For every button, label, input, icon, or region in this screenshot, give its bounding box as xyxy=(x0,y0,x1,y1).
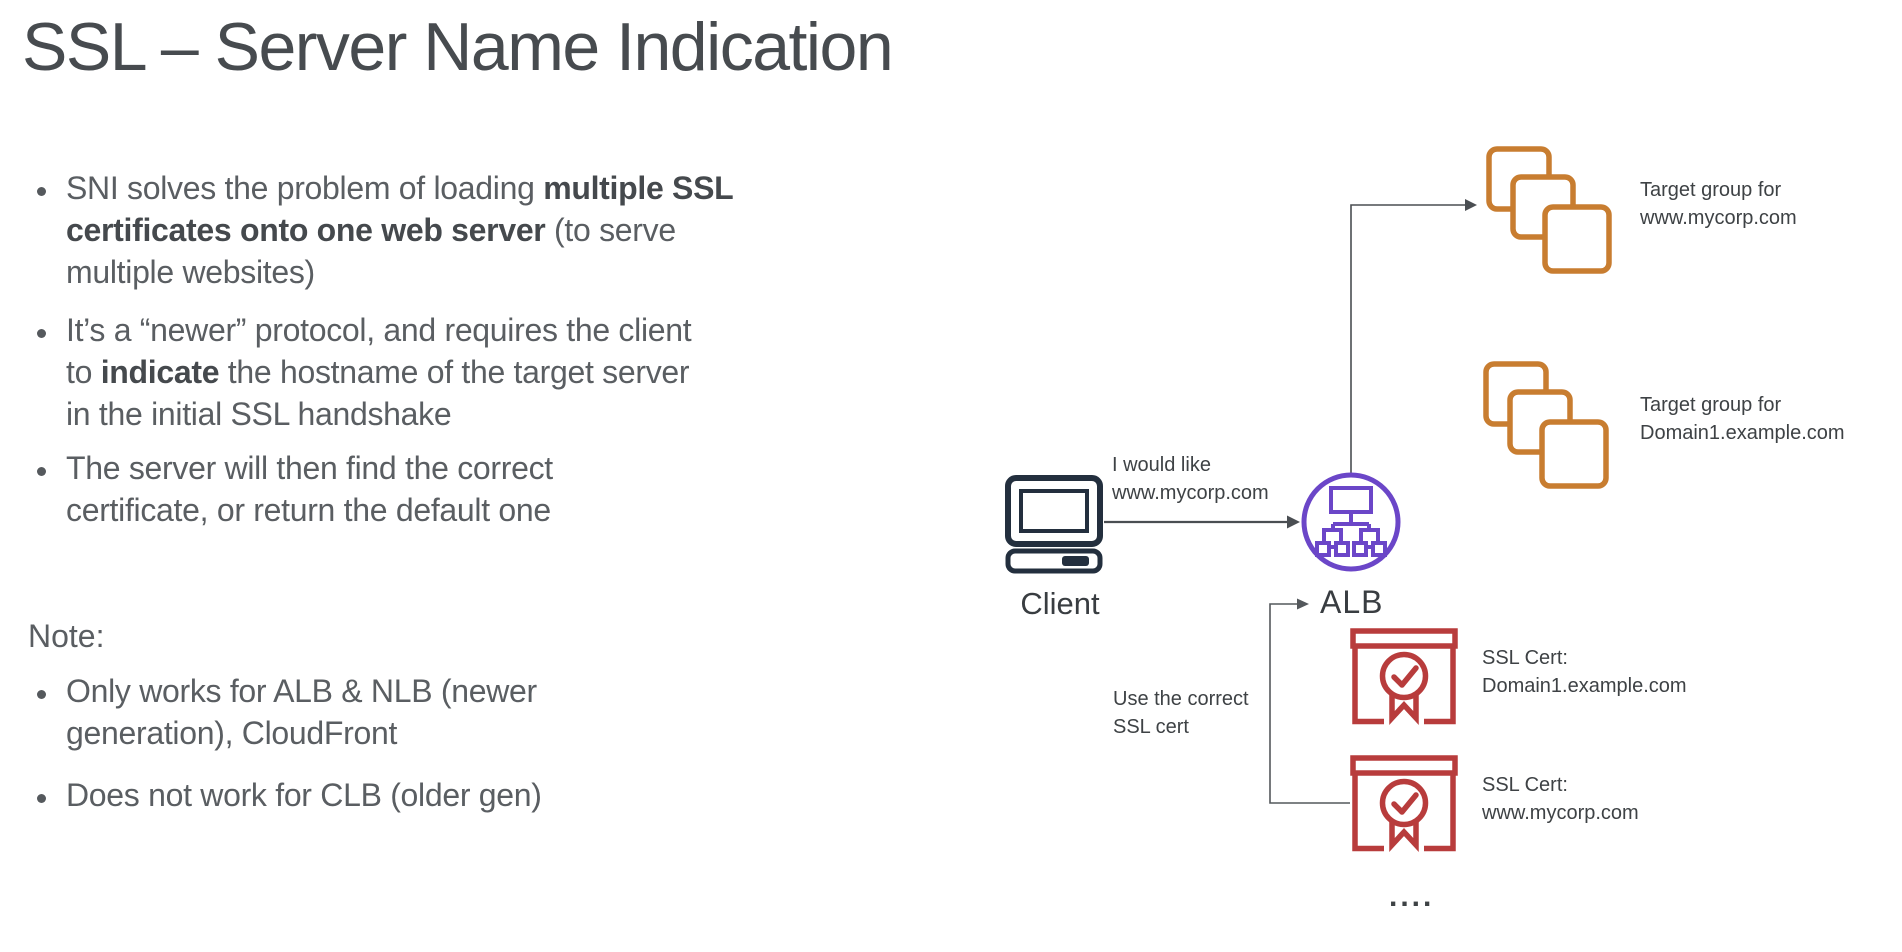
request-label: I would like www.mycorp.com xyxy=(1112,454,1269,504)
ssl-cert-2-label: SSL Cert: www.mycorp.com xyxy=(1482,774,1639,824)
connector-alb-to-target-group xyxy=(1350,199,1477,474)
more-certs-ellipsis: .... xyxy=(1389,880,1435,913)
ssl-cert-2-icon xyxy=(1353,758,1455,849)
bullet-line: certificates onto one web server (to ser… xyxy=(66,212,676,248)
bullet-line: in the initial SSL handshake xyxy=(66,396,452,432)
alb-label: ALB xyxy=(1320,584,1384,620)
target-group-1-icon xyxy=(1489,149,1609,271)
bullet-line: It’s a “newer” protocol, and requires th… xyxy=(66,312,692,348)
bullet-line: certificate, or return the default one xyxy=(66,492,551,528)
bullet-item-sni: SNI solves the problem of loading multip… xyxy=(37,167,866,293)
bullet-dot xyxy=(37,794,46,803)
bullet-dot xyxy=(37,467,46,476)
bullet-dot xyxy=(37,690,46,699)
bullet-dot xyxy=(37,329,46,338)
bullet-line: Only works for ALB & NLB (newer xyxy=(66,673,537,709)
ssl-cert-1-label: SSL Cert: Domain1.example.com xyxy=(1482,647,1687,697)
bullet-item-server: The server will then find the correct ce… xyxy=(37,447,866,531)
slide-title: SSL – Server Name Indication xyxy=(22,9,894,85)
bullet-line: generation), CloudFront xyxy=(66,715,398,751)
bullet-dot xyxy=(37,187,46,196)
target-group-1-label: Target group for www.mycorp.com xyxy=(1640,179,1797,229)
client-label: Client xyxy=(1020,586,1100,621)
note-bullet-clb: Does not work for CLB (older gen) xyxy=(37,774,866,816)
connector-cert-to-alb xyxy=(1269,598,1350,804)
client-computer-icon xyxy=(1005,475,1103,574)
bullet-item-protocol: It’s a “newer” protocol, and requires th… xyxy=(37,309,866,435)
bullet-line: to indicate the hostname of the target s… xyxy=(66,354,690,390)
bullet-line: Does not work for CLB (older gen) xyxy=(66,777,542,813)
target-group-2-icon xyxy=(1486,364,1606,486)
bullet-line: multiple websites) xyxy=(66,254,315,290)
bullet-line: The server will then find the correct xyxy=(66,450,553,486)
bullet-line: SNI solves the problem of loading multip… xyxy=(66,170,734,206)
connector-client-to-alb xyxy=(1104,515,1300,529)
target-group-2-label: Target group for Domain1.example.com xyxy=(1640,394,1845,444)
note-heading: Note: xyxy=(28,618,105,654)
use-correct-cert-label: Use the correct SSL cert xyxy=(1113,688,1249,738)
alb-icon xyxy=(1301,472,1401,572)
note-bullet-alb-nlb: Only works for ALB & NLB (newer generati… xyxy=(37,670,866,754)
ssl-cert-1-icon xyxy=(1353,631,1455,722)
